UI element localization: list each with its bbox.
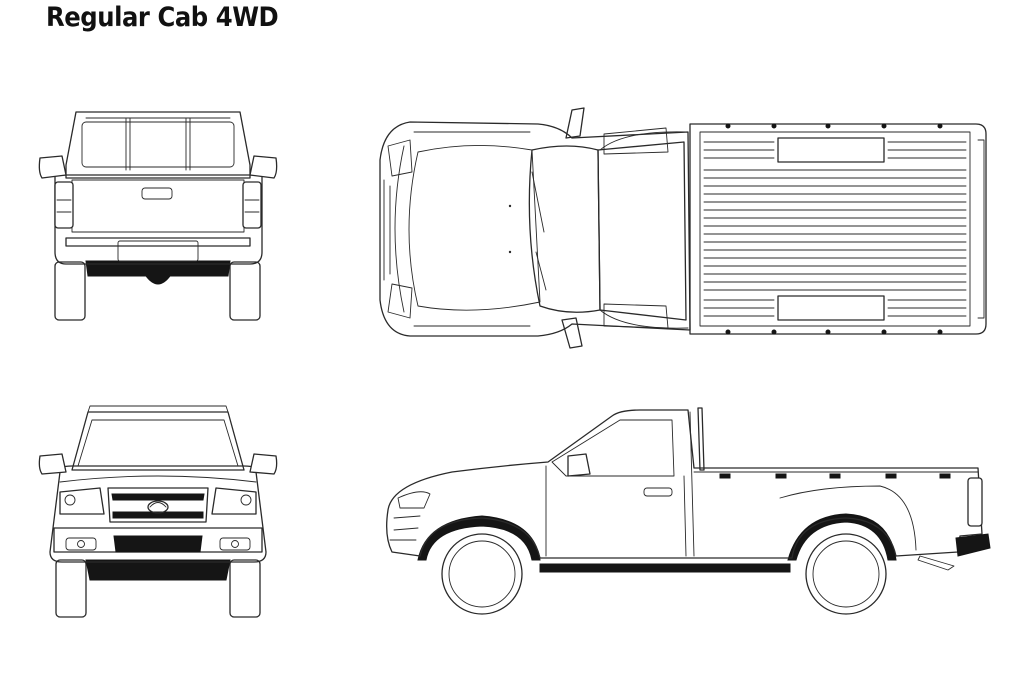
top-view [379, 107, 987, 349]
wiper [531, 171, 547, 291]
grille [107, 487, 209, 523]
rear-right-lamp [242, 181, 262, 229]
rear-body [54, 174, 263, 265]
page-title: Regular Cab 4WD [46, 2, 279, 33]
cab-roof [597, 141, 687, 321]
rear-view [38, 111, 278, 321]
rack-post [697, 407, 705, 471]
rear-left-mirror [38, 155, 67, 179]
top-upper-mirror [565, 107, 585, 139]
front-body [49, 465, 267, 563]
front-bumper [53, 527, 263, 553]
rear-right-mirror [249, 155, 278, 179]
windshield-top [528, 145, 601, 313]
top-lower-mirror [561, 317, 583, 349]
lower-intake [113, 535, 203, 553]
windshield [77, 419, 239, 467]
rear-bumper [65, 237, 251, 247]
front-left-headlamp [59, 487, 105, 515]
front-right-headlamp [211, 487, 257, 515]
side-tail-lamp [967, 477, 983, 527]
front-left-tire [55, 559, 87, 618]
side-body [386, 409, 983, 559]
rear-right-tire [229, 261, 261, 321]
rear-cab [65, 111, 251, 179]
top-right-headlamp [387, 283, 413, 319]
bed-liner-ribs [703, 169, 967, 291]
top-left-headlamp [387, 139, 413, 177]
tailgate-handle [141, 187, 173, 200]
front-chassis [85, 559, 231, 581]
front-view [38, 405, 278, 618]
license-plate [117, 240, 199, 262]
rear-window [81, 121, 235, 168]
rear-left-tire [54, 261, 86, 321]
front-right-mirror [249, 453, 278, 475]
door-seams [545, 411, 695, 557]
rear-wheel [805, 533, 887, 615]
rear-left-lamp [54, 181, 74, 229]
cargo-bed [689, 123, 987, 335]
front-right-foglamp [219, 537, 251, 551]
top-body-outline [379, 121, 691, 337]
front-wheel-arch [417, 515, 541, 561]
rear-bumper-side [955, 533, 991, 557]
mazda-logo-icon [147, 500, 169, 514]
front-wheel [441, 533, 523, 615]
front-left-foglamp [65, 537, 97, 551]
upper-wheel-arch [777, 137, 885, 163]
side-mirror [567, 453, 591, 477]
headache-rack [85, 117, 231, 171]
front-cab [71, 411, 245, 471]
door-handle [643, 487, 673, 497]
side-step [539, 563, 791, 573]
front-left-mirror [38, 453, 67, 475]
tow-hitch [917, 555, 955, 571]
lower-wheel-arch [777, 295, 885, 321]
side-headlamp [397, 491, 431, 509]
rear-chassis [85, 260, 231, 285]
hood [408, 145, 541, 311]
front-right-tire [229, 559, 261, 618]
side-view [386, 407, 991, 615]
side-window [551, 419, 675, 477]
